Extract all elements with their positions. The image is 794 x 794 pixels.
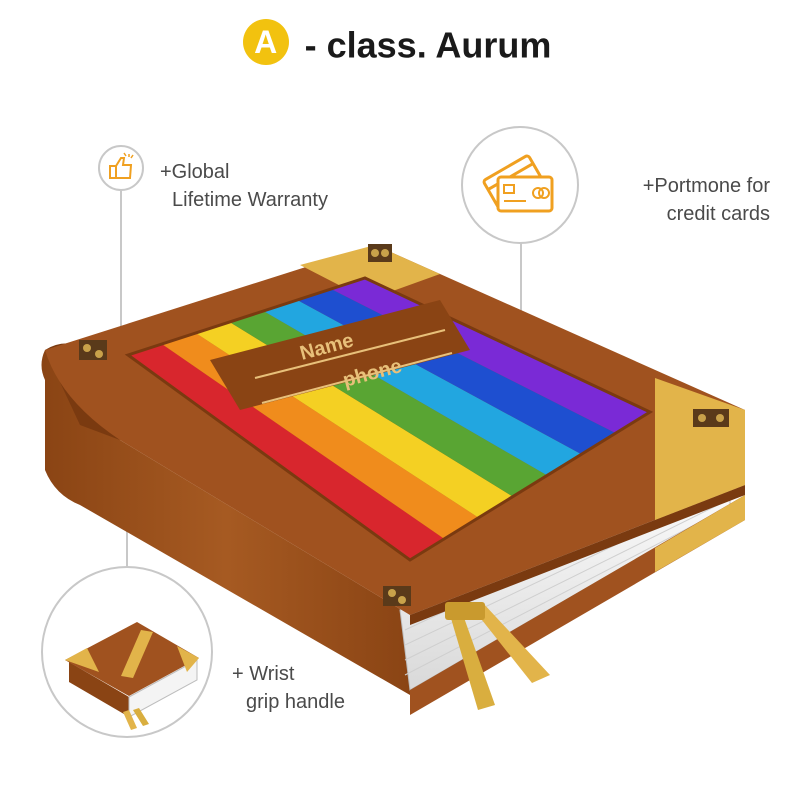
- portmone-line2: credit cards: [666, 203, 770, 225]
- ribbon-clasp: [445, 602, 485, 620]
- stud-top: [368, 244, 392, 262]
- portmone-feature: +Portmone for credit cards: [588, 172, 770, 228]
- wrist-feature: + Wrist grip handle: [232, 660, 345, 716]
- stud-bottom: [383, 586, 411, 606]
- cover-thickness: [410, 485, 745, 625]
- ribbon-right: [470, 602, 550, 683]
- stud-left: [79, 340, 107, 360]
- rainbow-panel-border: [124, 276, 654, 562]
- label-rule-2: [261, 352, 453, 404]
- credit-cards-icon: [461, 126, 579, 244]
- book-spine: [41, 350, 410, 695]
- warranty-line1: +Global: [160, 161, 230, 183]
- back-gold-corner: [655, 495, 745, 572]
- book-thumbnail: [41, 566, 213, 738]
- warranty-feature: +Global Lifetime Warranty: [160, 158, 328, 214]
- gold-corner-top: [300, 245, 440, 300]
- class-badge: A: [242, 19, 289, 66]
- rainbow-stripe: [128, 344, 445, 560]
- label-plate: [210, 300, 470, 410]
- thumbs-up-icon: [98, 145, 144, 191]
- wrist-line1: + Wrist: [232, 663, 295, 685]
- title-text: - class. Aurum: [304, 24, 552, 66]
- portmone-line1: +Portmone for: [642, 175, 770, 197]
- page-title: A - class. Aurum: [0, 19, 794, 68]
- ribbon-left: [450, 612, 495, 710]
- wrist-line2: grip handle: [246, 691, 345, 713]
- stud-right: [693, 409, 729, 427]
- warranty-line2: Lifetime Warranty: [172, 189, 328, 211]
- label-rule-1: [254, 329, 446, 379]
